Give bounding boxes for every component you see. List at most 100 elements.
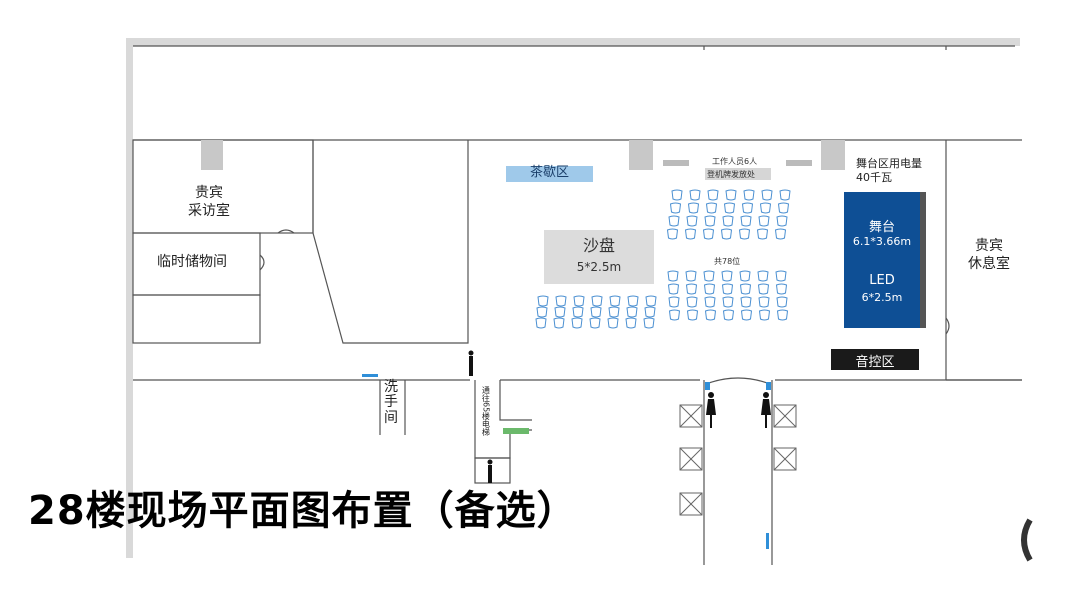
chair (668, 309, 681, 321)
chair (625, 317, 637, 329)
chair (775, 270, 787, 282)
door-marker (766, 533, 769, 549)
chair (743, 189, 755, 201)
tea-break-zone (506, 166, 593, 182)
chair (776, 309, 789, 321)
chair (723, 202, 736, 214)
led-screen (920, 192, 926, 328)
chair (572, 306, 584, 318)
chair (704, 296, 716, 308)
chair (703, 283, 716, 295)
chair (721, 270, 733, 282)
chair (705, 202, 718, 214)
chair (704, 309, 717, 321)
chair (669, 202, 682, 214)
vip-interview-room-label: 贵宾 采访室 (188, 185, 230, 220)
chair (671, 189, 683, 201)
chair (686, 215, 698, 227)
chair (554, 306, 566, 318)
chair (668, 296, 680, 308)
sand-table-size: 5*2.5m (576, 260, 622, 274)
chair (725, 189, 737, 201)
door-arc (945, 317, 950, 335)
staff-person-icon (468, 350, 474, 376)
led-label: LED (869, 273, 895, 288)
elevator-note-label: 通往65楼电梯 (481, 386, 491, 437)
vip-lounge-label: 贵宾 休息室 (968, 238, 1010, 273)
door-marker (362, 374, 378, 377)
chair (687, 202, 700, 214)
sand-table-label: 沙盘 (582, 236, 615, 255)
chair (589, 317, 601, 329)
door-marker (766, 382, 771, 390)
chair (536, 306, 548, 318)
chair (774, 228, 787, 240)
wall-small-room (132, 294, 261, 344)
column (821, 140, 845, 170)
wall (312, 140, 469, 344)
elevator-button (503, 428, 529, 434)
chair (537, 295, 549, 307)
elevator-lobby (474, 457, 511, 484)
chair (756, 228, 769, 240)
chair (776, 215, 788, 227)
chair (703, 270, 715, 282)
chair (627, 295, 639, 307)
chair (779, 189, 791, 201)
chair (739, 270, 751, 282)
chair (643, 317, 655, 329)
tea-break-label: 茶歇区 (529, 165, 569, 180)
washroom-label: 洗 手 间 (384, 379, 398, 426)
chair (607, 317, 619, 329)
chair (608, 306, 620, 318)
crate-marker (773, 404, 797, 428)
sound-control-label: 音控区 (855, 355, 895, 370)
chair (591, 295, 603, 307)
chair (722, 309, 735, 321)
chair (573, 295, 585, 307)
temp-storage-label: 临时储物间 (157, 254, 227, 270)
chair (571, 317, 583, 329)
seat-count-label: 共78位 (714, 257, 741, 266)
chair (668, 215, 680, 227)
chair (740, 296, 752, 308)
stage-power-label: 舞台区用电量 40千瓦 (856, 157, 922, 185)
page-title: 28楼现场平面图布置（备选） (28, 488, 578, 534)
seating-area (535, 189, 791, 329)
column (629, 140, 653, 170)
chair (758, 309, 771, 321)
crate-marker (773, 447, 797, 471)
chair (590, 306, 602, 318)
chair (626, 306, 638, 318)
chair (758, 296, 770, 308)
chair (757, 270, 769, 282)
chair (667, 283, 680, 295)
chair (777, 202, 790, 214)
stage (844, 192, 920, 328)
hostess-person-icon (761, 392, 771, 428)
staff-table (663, 160, 689, 166)
crate-marker (679, 492, 703, 516)
staff-label: 工作人员6人 (712, 157, 758, 166)
chair (686, 309, 699, 321)
wall (499, 380, 532, 421)
chair (738, 228, 751, 240)
crate-marker (679, 404, 703, 428)
chair (722, 215, 734, 227)
chair (689, 189, 701, 201)
chair (535, 317, 547, 329)
chair (759, 202, 772, 214)
sound-control-area (831, 349, 919, 370)
chair (555, 295, 567, 307)
badge-desk-bg (705, 168, 771, 180)
chair (740, 309, 753, 321)
chair (686, 296, 698, 308)
door-marker (705, 382, 710, 390)
chair (722, 296, 734, 308)
chair (776, 296, 788, 308)
chair (758, 215, 770, 227)
chair (644, 306, 656, 318)
chair (741, 202, 754, 214)
chair (684, 228, 697, 240)
